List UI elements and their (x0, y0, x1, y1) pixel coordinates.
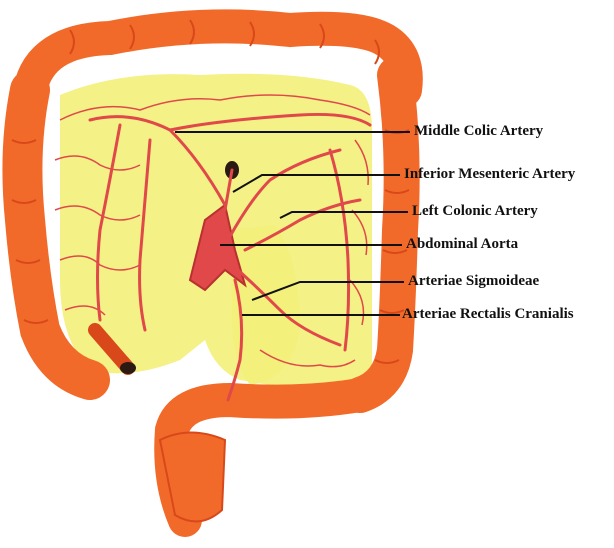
ileum-opening (120, 362, 136, 374)
label-middle-colic-artery: Middle Colic Artery (414, 123, 543, 140)
label-arteriae-rectalis-cranialis: Arteriae Rectalis Cranialis (402, 306, 574, 323)
label-left-colonic-artery: Left Colonic Artery (412, 203, 538, 220)
label-abdominal-aorta: Abdominal Aorta (406, 236, 518, 253)
label-arteriae-sigmoideae: Arteriae Sigmoideae (408, 273, 539, 290)
label-inferior-mesenteric-artery: Inferior Mesenteric Artery (404, 166, 575, 183)
